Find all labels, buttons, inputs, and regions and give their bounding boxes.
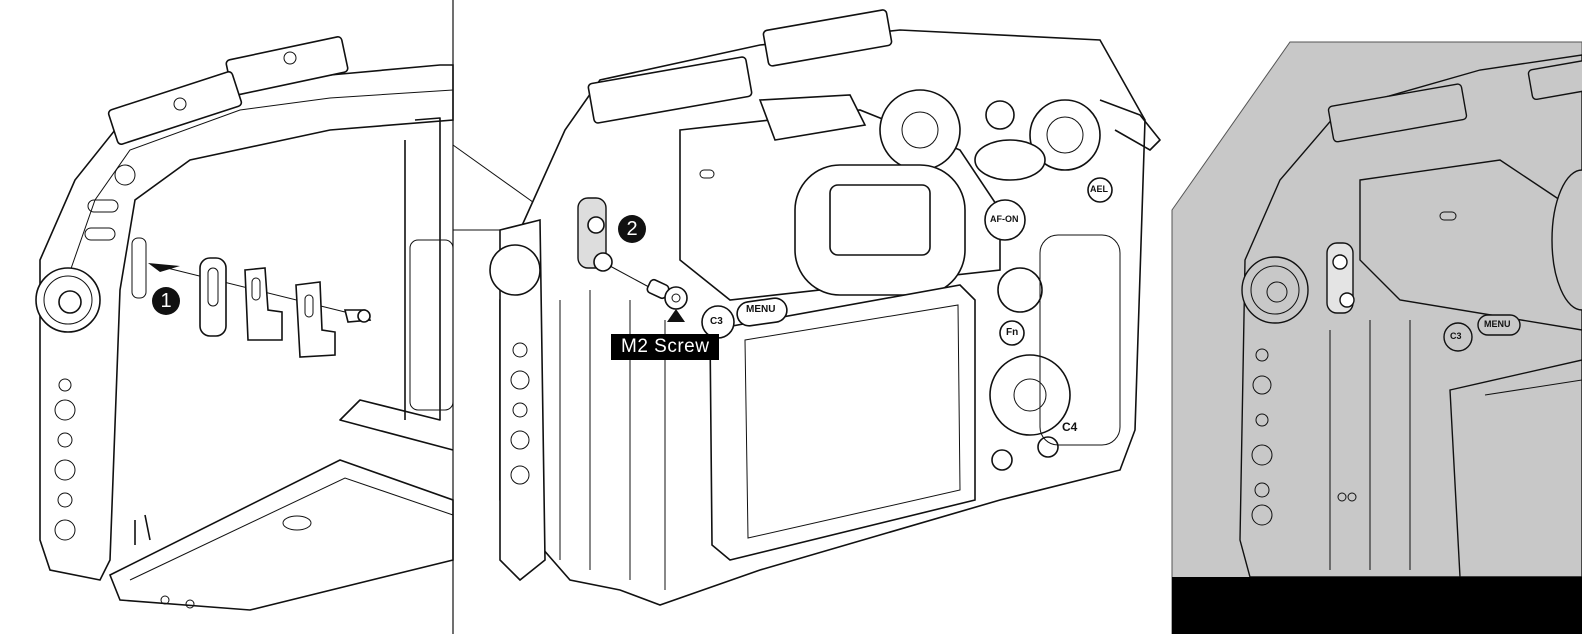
c4-button-label: C4	[1062, 420, 1078, 434]
step-2-badge: 2	[618, 215, 646, 243]
ael-button-label: AEL	[1090, 184, 1108, 194]
af-on-button-label: AF-ON	[990, 214, 1019, 224]
cable-clamp-parts	[148, 257, 372, 358]
menu-button-label-detail: MENU	[1484, 319, 1511, 329]
c3-button-label-detail: C3	[1450, 331, 1462, 341]
step-1-badge: 1	[152, 287, 180, 315]
fn-button-label: Fn	[1006, 327, 1019, 338]
detail-view-panel	[1171, 41, 1582, 634]
menu-button-label: MENU	[746, 304, 776, 315]
bottom-bar	[1172, 577, 1582, 634]
camera-in-cage	[489, 9, 1161, 606]
m2-screw-label: M2 Screw	[611, 334, 720, 360]
c3-button-label: C3	[710, 316, 723, 327]
cage-frame-left	[35, 36, 454, 611]
arrow-icon	[148, 263, 180, 272]
